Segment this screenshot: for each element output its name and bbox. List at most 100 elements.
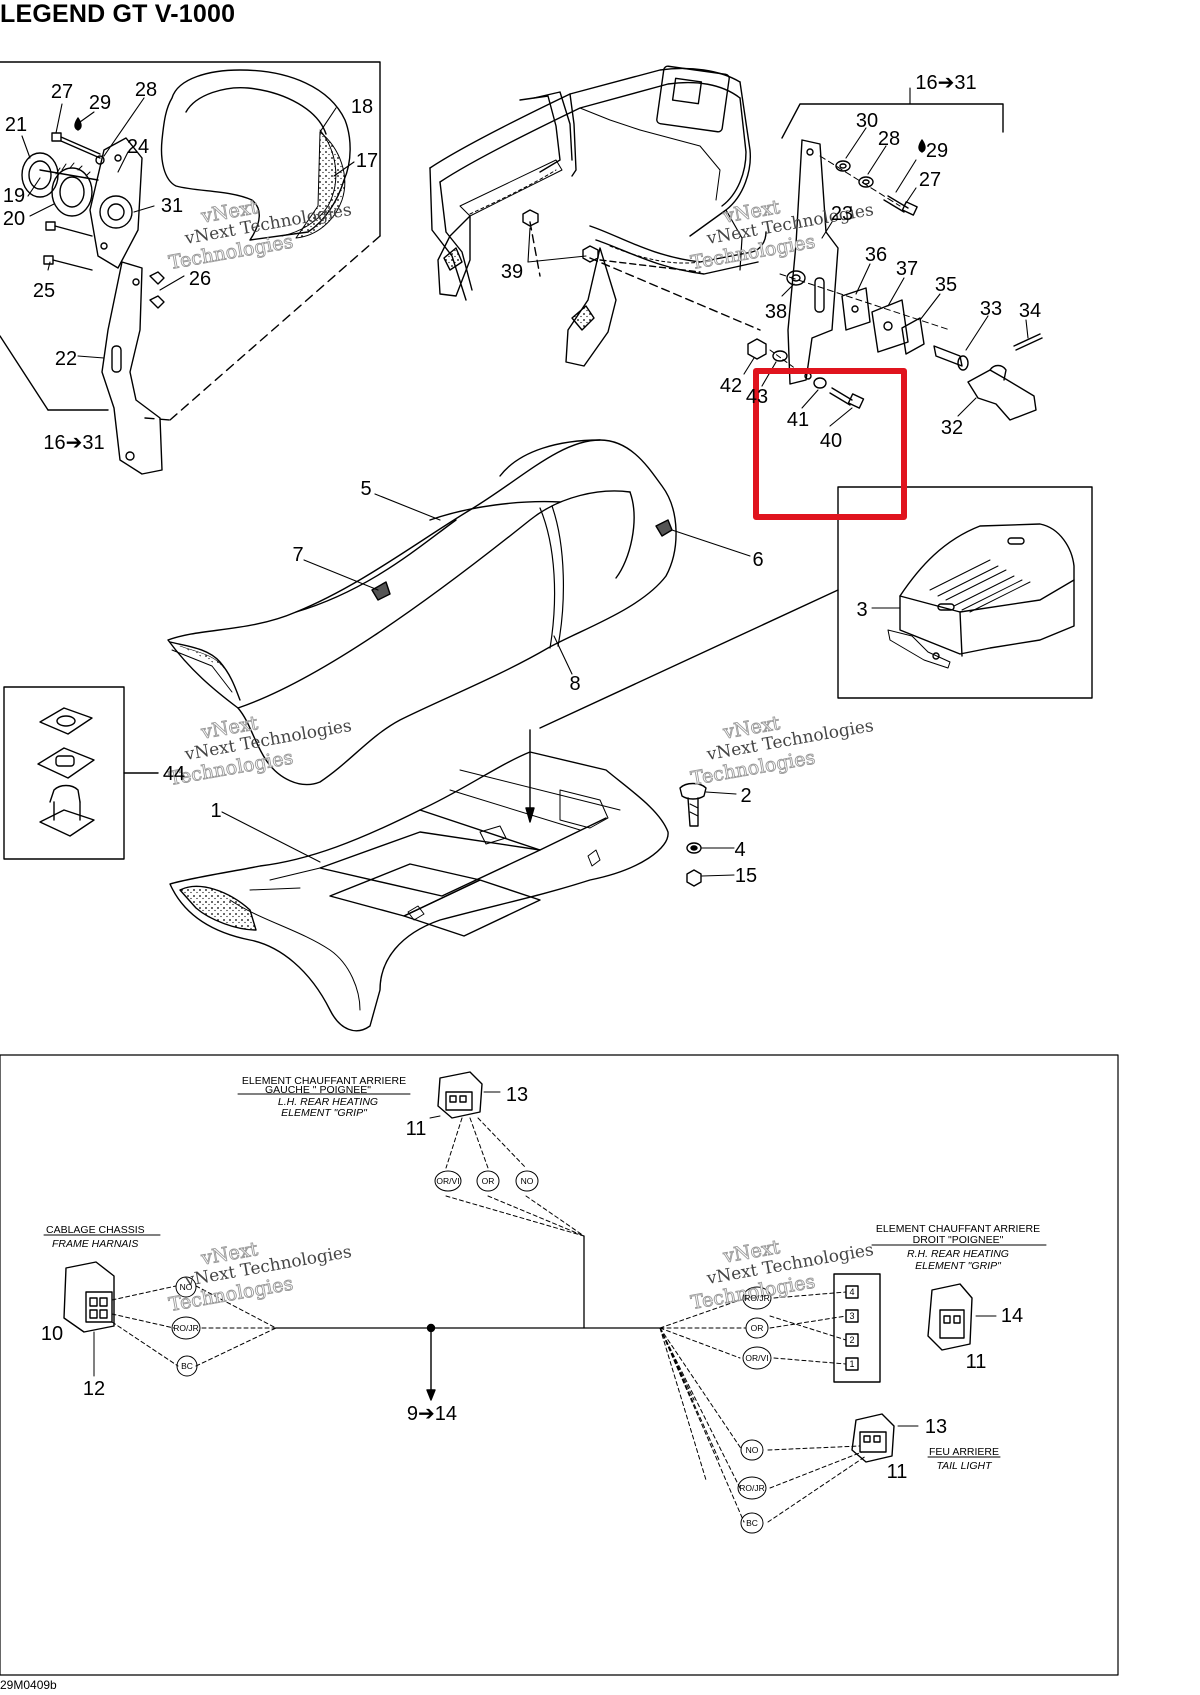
callout-c8: 8	[569, 673, 580, 695]
callout-c11b: 11	[966, 1351, 987, 1373]
wire-code: NO	[746, 1445, 759, 1455]
seat-5	[167, 439, 677, 786]
callout-c29b: 29	[926, 140, 948, 162]
document-title: LEGEND GT V-1000	[0, 0, 236, 28]
callout-c13a: 13	[506, 1084, 528, 1106]
pin-numbers: 4 3 2 1	[849, 1287, 854, 1369]
callout-c40: 40	[820, 430, 842, 452]
wire-code: NO	[521, 1176, 534, 1186]
rh-label-fr-2: DROIT "POIGNEE"	[913, 1234, 1004, 1246]
callout-c26: 26	[189, 268, 211, 290]
luggage-rack	[429, 65, 767, 367]
wiring-dashed-leads	[111, 1117, 867, 1523]
callout-c11c: 11	[887, 1461, 908, 1483]
nuts-39	[522, 209, 761, 331]
callout-c28b: 28	[878, 128, 900, 150]
wire-code: OR/VI	[745, 1353, 768, 1363]
callout-c20: 20	[3, 208, 25, 230]
callout-c3: 3	[856, 599, 867, 621]
inset-3-frame	[539, 486, 1093, 729]
bracket-23	[787, 139, 839, 385]
wire-code: OR	[751, 1323, 764, 1333]
callout-c5: 5	[360, 478, 371, 500]
callout-c35: 35	[935, 274, 957, 296]
callout-c24: 24	[127, 136, 149, 158]
inset-44-frame	[3, 686, 159, 860]
pin-number: 3	[849, 1311, 854, 1321]
callout-c31: 31	[161, 195, 183, 217]
callout-c28a: 28	[135, 79, 157, 101]
pin-number: 2	[849, 1335, 854, 1345]
tail-label-en: TAIL LIGHT	[936, 1460, 993, 1472]
callout-c42: 42	[720, 375, 742, 397]
latch-group-outline	[781, 103, 1004, 139]
lh-label-en-1: L.H. REAR HEATING	[278, 1096, 378, 1108]
callout-c22: 22	[55, 348, 77, 370]
wire-codes: OR/VI OR NO NO RO/JR BC RO/JR OR OR/VI N…	[173, 1176, 770, 1528]
highlight-box	[753, 368, 907, 520]
callout-c29a: 29	[89, 92, 111, 114]
callout-c9-14: 9➔14	[407, 1403, 457, 1425]
callout-c4: 4	[734, 839, 745, 861]
frame-label-en: FRAME HARNAIS	[52, 1238, 138, 1250]
callout-c15: 15	[735, 865, 757, 887]
bolts-27-25	[43, 117, 105, 271]
tail-label-fr: FEU ARRIERE	[929, 1446, 999, 1458]
callout-c41: 41	[787, 409, 809, 431]
arm-bracket-22	[101, 261, 165, 475]
callout-c19: 19	[3, 185, 25, 207]
seat-cover-3	[887, 523, 1075, 669]
callout-c17: 17	[356, 150, 378, 172]
harness-labels: ELEMENT CHAUFFANT ARRIERE GAUCHE " POIGN…	[46, 1075, 1040, 1472]
wire-code: NO	[180, 1282, 193, 1292]
pin-number: 4	[849, 1287, 854, 1297]
callout-c2: 2	[740, 785, 751, 807]
lh-label-fr-2: GAUCHE " POIGNEE"	[265, 1084, 371, 1096]
bracket-24	[89, 137, 143, 269]
wire-code-circles	[171, 1170, 772, 1534]
callout-c30: 30	[856, 110, 878, 132]
callout-c27b: 27	[919, 169, 941, 191]
drawing-code: 29M0409b	[0, 1678, 57, 1692]
seat-base-1	[169, 729, 669, 1032]
backrest-foam-17	[295, 131, 346, 239]
callout-c1: 1	[210, 800, 221, 822]
plates-36-37-35	[779, 270, 951, 355]
wire-code: RO/JR	[739, 1483, 765, 1493]
callout-c6: 6	[752, 549, 763, 571]
callout-c39: 39	[501, 261, 523, 283]
callout-c38: 38	[765, 301, 787, 323]
callout-c16-31a: 16➔31	[43, 432, 104, 454]
pin-number: 1	[849, 1359, 854, 1369]
wire-code: OR/VI	[436, 1176, 459, 1186]
mount-44	[37, 707, 95, 837]
lh-label-fr-1: ELEMENT CHAUFFANT ARRIERE	[242, 1075, 406, 1087]
frame-label-fr: CABLAGE CHASSIS	[46, 1224, 145, 1236]
callout-c13b: 13	[925, 1416, 947, 1438]
bearing-19-20-21	[21, 152, 99, 217]
callout-c27a: 27	[51, 81, 73, 103]
wiring-diagram	[0, 1054, 1119, 1676]
callout-c33: 33	[980, 298, 1002, 320]
callout-c32: 32	[941, 417, 963, 439]
callout-c7: 7	[292, 544, 303, 566]
callout-c11a: 11	[406, 1118, 427, 1140]
callout-c43: 43	[746, 386, 768, 408]
hardware-30-28-27	[819, 139, 926, 216]
callout-c10: 10	[41, 1323, 63, 1345]
backrest-group-outline	[0, 61, 381, 421]
callout-c21: 21	[5, 114, 27, 136]
wire-code: RO/JR	[744, 1293, 770, 1303]
stud-2-washer-4-nut-15	[679, 782, 707, 887]
callout-c16-31b: 16➔31	[915, 72, 976, 94]
callout-c14: 14	[1001, 1305, 1023, 1327]
leader-lines	[21, 87, 1029, 877]
lock-33-34-32	[933, 333, 1043, 421]
callout-c12: 12	[83, 1378, 105, 1400]
callout-c37: 37	[896, 258, 918, 280]
wire-code: OR	[482, 1176, 495, 1186]
wire-code: RO/JR	[173, 1323, 199, 1333]
